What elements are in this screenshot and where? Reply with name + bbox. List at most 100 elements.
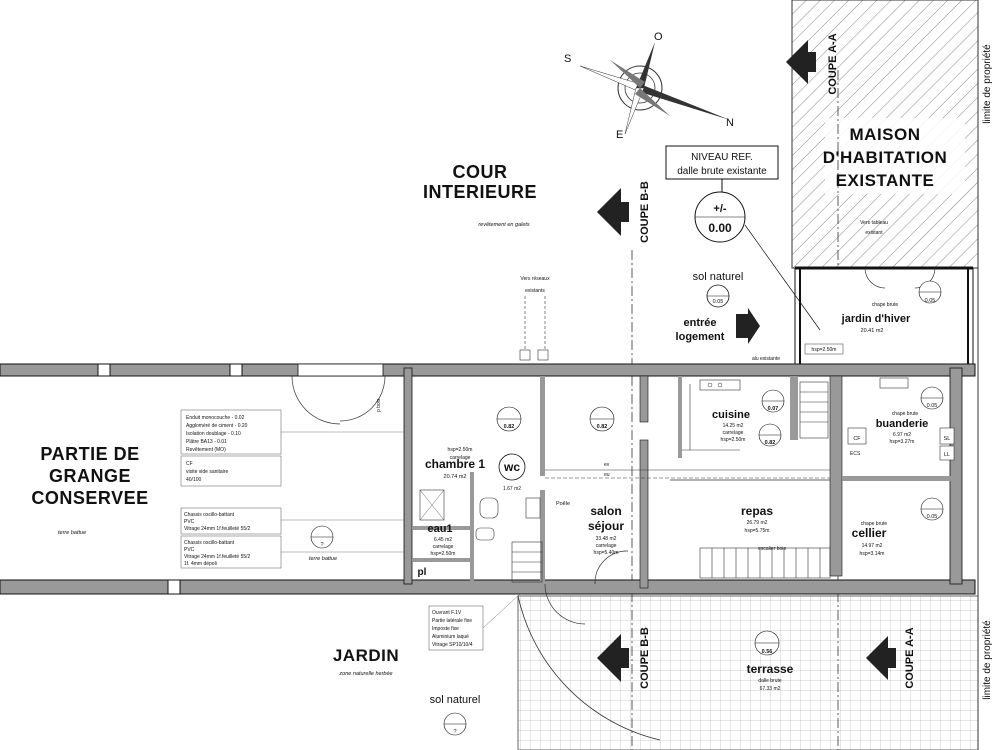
house-title-1: MAISON: [850, 125, 921, 144]
svg-text:Vitrage 24mm 1f.feuilleté 55/2: Vitrage 24mm 1f.feuilleté 55/2: [184, 526, 251, 532]
cf-label: CF: [853, 436, 861, 442]
terrasse-finish: dalle brute: [758, 678, 782, 684]
buanderie-level: 0.05: [927, 403, 938, 409]
salon-level: 0.82: [597, 424, 608, 430]
svg-text:CF: CF: [186, 461, 193, 467]
coupe-aa-bottom-arrow: [866, 636, 888, 680]
cellier-area: 14.97 m2: [862, 543, 883, 549]
sol-naturel-value: 0.05: [713, 299, 724, 305]
chambre-level: 0.82: [504, 424, 515, 430]
sol-naturel-label: sol naturel: [693, 271, 744, 283]
cellier-level: 0.05: [927, 514, 938, 520]
terrasse-grid: [517, 595, 979, 750]
entree-line1: entrée: [683, 317, 716, 329]
eau-hsp: hsp=2.50m: [431, 551, 456, 557]
cour-title-2: INTERIEURE: [423, 182, 537, 202]
eau-finish: carrelage: [433, 544, 454, 550]
cour-note: revêtement en galets: [478, 222, 530, 228]
pl-name: pl: [418, 567, 427, 578]
reseaux-line1: Vers réseaux: [520, 276, 550, 282]
buanderie-finish: chape brute: [892, 411, 919, 417]
svg-text:Plâtre BA13 - 0.01: Plâtre BA13 - 0.01: [186, 439, 227, 445]
salon-finish: carrelage: [596, 543, 617, 549]
cuisine-name: cuisine: [712, 409, 750, 421]
svg-text:Chassis oscillo-battant: Chassis oscillo-battant: [184, 540, 235, 546]
svg-text:Aluminium laqué: Aluminium laqué: [432, 634, 469, 640]
grange-title-3: CONSERVEE: [31, 488, 148, 508]
buanderie-hsp: hsp=3.27m: [890, 439, 915, 445]
jardin-sol: sol naturel: [430, 694, 481, 706]
reseaux-line2: existants: [525, 288, 545, 294]
salon-line1: salon: [590, 504, 621, 518]
svg-text:PVC: PVC: [184, 519, 195, 525]
salon-hsp: hsp=5.40m: [594, 550, 619, 556]
svg-text:40/100: 40/100: [186, 477, 202, 483]
svg-text:Vitrage 24mm 1f.feuilleté 55/2: Vitrage 24mm 1f.feuilleté 55/2: [184, 554, 251, 560]
salon-line2: séjour: [588, 519, 624, 533]
niveau-ref-value: 0.00: [708, 221, 732, 235]
compass-o: O: [654, 31, 663, 43]
repas-name: repas: [741, 504, 773, 518]
coupe-aa-top-arrow: [786, 40, 808, 84]
cellier-hsp: hsp=3.14m: [860, 551, 885, 557]
cuisine-finish: carrelage: [723, 430, 744, 436]
coupe-bb-bottom-arrow: [597, 634, 621, 682]
seuil-label: alu existante: [752, 356, 780, 362]
poele-label: Poêle: [556, 501, 570, 507]
wall-note-chassis2: Chassis oscillo-battant PVC Vitrage 24mm…: [184, 540, 251, 567]
buanderie-area: 6.97 m2: [893, 432, 911, 438]
coupe-bb-bottom-label: COUPE B-B: [639, 627, 651, 689]
coupe-bb-top-arrow: [597, 188, 621, 236]
eau-name: eau1: [427, 523, 452, 535]
jardin-note: zone naturelle herbée: [338, 671, 392, 677]
coupe-aa-top-label: COUPE A-A: [827, 33, 839, 94]
coupe-bb-top-label: COUPE B-B: [639, 181, 651, 243]
salon-area: 33.48 m2: [596, 536, 617, 542]
sl-label: SL: [944, 436, 951, 442]
cuisine-hsp: hsp=2.50m: [721, 437, 746, 443]
ev-label: ev: [604, 462, 610, 468]
wall-note-top: Enduit monocouche - 0.02 Aggloméré de ci…: [186, 415, 248, 453]
cuisine-area: 14.25 m2: [723, 423, 744, 429]
hall-level: 0.07: [768, 406, 779, 412]
limite-bottom: limite de propriété: [982, 620, 993, 700]
entree-line2: logement: [676, 331, 725, 343]
ecs-label: ECS: [850, 451, 861, 457]
terrasse-name: terrasse: [747, 662, 794, 676]
terrasse-area: 67.33 m2: [760, 686, 781, 692]
chambre-name: chambre 1: [425, 457, 485, 471]
cellier-finish: chape brute: [861, 521, 888, 527]
svg-text:Chassis oscillo-battant: Chassis oscillo-battant: [184, 512, 235, 518]
wc-area: 1.67 m2: [503, 486, 521, 492]
jardin-hiver-outline: [794, 267, 974, 365]
jardin-hiver-area: 20.41 m2: [861, 328, 884, 334]
niveau-ref-sub: dalle brute existante: [677, 166, 767, 177]
hsp-entry: hsp=2.50m: [812, 347, 837, 353]
eau-area: 6.45 m2: [434, 537, 452, 543]
niveau-ref-box: [665, 145, 779, 180]
limite-top: limite de propriété: [982, 44, 993, 124]
grange-level-note: terre battue: [309, 556, 337, 562]
main-wall-top: [0, 363, 976, 377]
svg-text:Imposte fixe: Imposte fixe: [432, 626, 459, 632]
grange-level: ?: [320, 542, 323, 548]
repas-stair: escalier bois: [758, 546, 786, 552]
wc-name: wc: [503, 460, 520, 474]
grange-title-1: PARTIE DE: [40, 444, 139, 464]
main-wall-bottom: [0, 579, 976, 595]
escalier-bois: [511, 381, 831, 583]
grange-note: terre battue: [58, 530, 86, 536]
house-note-2: existant: [865, 230, 883, 236]
compass-rose: [579, 42, 730, 135]
compass-n: N: [726, 117, 734, 129]
svg-text:Vitrage SP10/10/4: Vitrage SP10/10/4: [432, 642, 473, 648]
cour-title-1: COUR: [453, 162, 508, 182]
repas-hsp: hsp=5.75m: [745, 528, 770, 534]
coupe-aa-bottom-label: COUPE A-A: [904, 627, 916, 688]
house-title-3: EXISTANTE: [836, 171, 935, 190]
jardin-hiver-level: 0.05: [925, 298, 936, 304]
chambre-finish: carrelage: [450, 455, 471, 461]
wall-note-middle: CF visite vide sanitaire 40/100: [186, 461, 228, 483]
svg-text:Partie latérale fixe: Partie latérale fixe: [432, 618, 472, 624]
